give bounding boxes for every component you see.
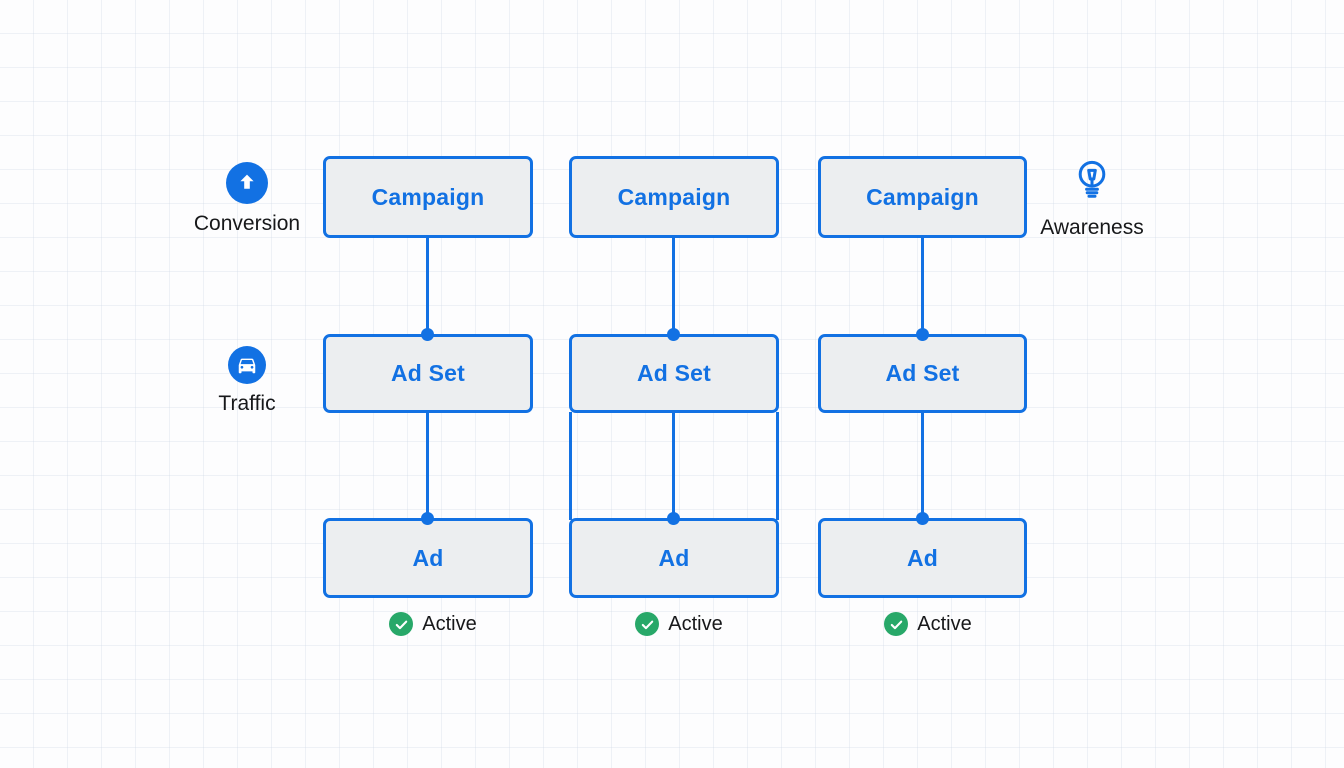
- objective-label: Traffic: [218, 392, 276, 415]
- check-circle-icon: [389, 612, 414, 636]
- status-badge: Active: [619, 612, 739, 636]
- connection-dot: [421, 512, 434, 525]
- campaign-node: Campaign: [569, 156, 779, 238]
- objective-conversion: Conversion: [187, 162, 307, 236]
- ad-set-label: Ad Set: [885, 360, 960, 386]
- status-label: Active: [422, 612, 477, 635]
- ad-set-label: Ad Set: [390, 360, 466, 386]
- objective-awareness: Awareness: [1029, 157, 1155, 240]
- lightbulb-icon: [1068, 157, 1116, 211]
- car-icon: [228, 346, 266, 384]
- ad-label: Ad: [658, 544, 690, 571]
- campaign-label: Campaign: [371, 183, 485, 210]
- ad-set-node: Ad Set: [818, 334, 1027, 413]
- check-circle-icon: [884, 612, 909, 636]
- campaign-node: Campaign: [323, 156, 533, 238]
- connection-dot: [916, 512, 929, 525]
- ad-set-node: Ad Set: [569, 334, 779, 413]
- campaign-label: Campaign: [617, 183, 731, 210]
- connection-dot: [916, 328, 929, 341]
- connector-line: [921, 413, 924, 519]
- status-label: Active: [917, 612, 972, 635]
- ad-node: Ad: [569, 518, 779, 598]
- connector-line: [426, 413, 429, 519]
- ad-label: Ad: [412, 544, 444, 571]
- arrow-up-icon: [226, 162, 268, 204]
- ad-label: Ad: [906, 544, 939, 571]
- objective-label: Awareness: [1040, 216, 1144, 239]
- connection-dot: [667, 512, 680, 525]
- objective-traffic: Traffic: [187, 346, 307, 416]
- connector-line: [921, 238, 924, 335]
- status-badge: Active: [373, 612, 493, 636]
- ad-set-node: Ad Set: [323, 334, 533, 413]
- connector-line: [672, 238, 675, 335]
- campaign-node: Campaign: [818, 156, 1027, 238]
- ad-node: Ad: [818, 518, 1027, 598]
- connection-dot: [421, 328, 434, 341]
- status-badge: Active: [868, 612, 988, 636]
- objective-label: Conversion: [193, 212, 301, 235]
- connector-line: [426, 238, 429, 335]
- campaign-label: Campaign: [866, 183, 979, 210]
- check-circle-icon: [635, 612, 660, 636]
- connector-frame: [569, 412, 779, 520]
- status-label: Active: [668, 612, 723, 635]
- connection-dot: [667, 328, 680, 341]
- connector-line: [672, 413, 675, 519]
- ad-set-label: Ad Set: [636, 360, 712, 386]
- ad-node: Ad: [323, 518, 533, 598]
